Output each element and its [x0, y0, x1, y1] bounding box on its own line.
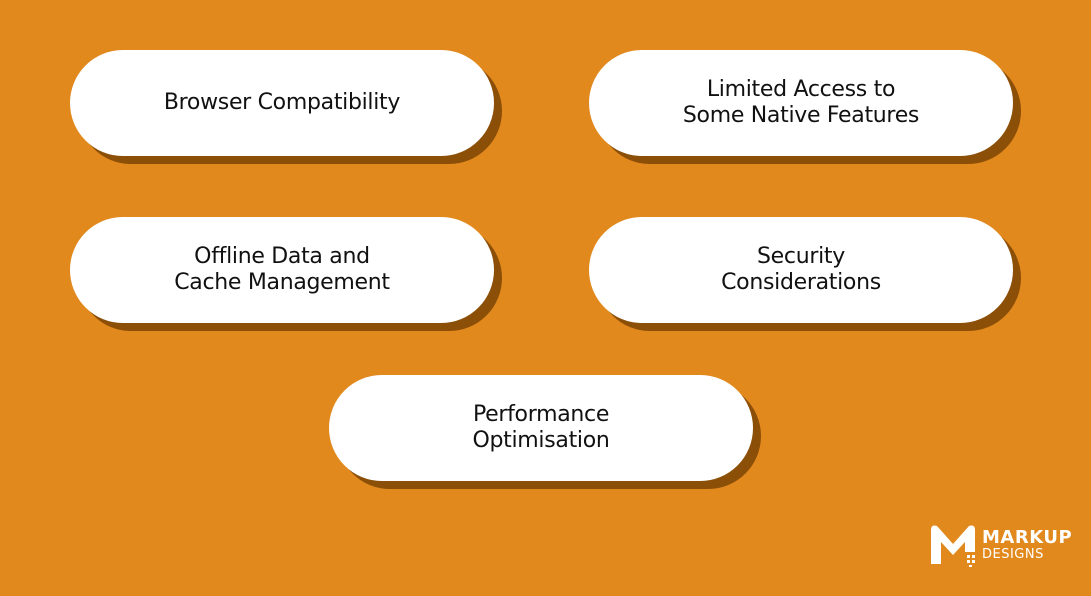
card-performance: Performance Optimisation: [329, 375, 761, 489]
card-browser-compatibility: Browser Compatibility: [70, 50, 502, 164]
card-pill: Offline Data and Cache Management: [70, 217, 494, 323]
card-pill: Performance Optimisation: [329, 375, 753, 481]
card-security: Security Considerations: [589, 217, 1021, 331]
card-label: Offline Data and Cache Management: [174, 244, 390, 295]
m-letter-logo-icon: [931, 525, 975, 567]
card-label: Browser Compatibility: [163, 90, 401, 115]
logo-subtitle: DESIGNS: [982, 547, 1044, 562]
logo-text: MARKUP DESIGNS: [982, 528, 1072, 562]
logo-wordmark: MARKUP: [982, 527, 1073, 548]
card-limited-access: Limited Access to Some Native Features: [589, 50, 1021, 164]
card-label: Performance Optimisation: [472, 402, 610, 453]
card-pill: Browser Compatibility: [70, 50, 494, 156]
markup-designs-logo: MARKUP DESIGNS: [927, 522, 1077, 570]
card-label: Limited Access to Some Native Features: [682, 77, 920, 128]
card-pill: Security Considerations: [589, 217, 1013, 323]
card-pill: Limited Access to Some Native Features: [589, 50, 1013, 156]
card-offline-data: Offline Data and Cache Management: [70, 217, 502, 331]
card-label: Security Considerations: [721, 244, 881, 295]
